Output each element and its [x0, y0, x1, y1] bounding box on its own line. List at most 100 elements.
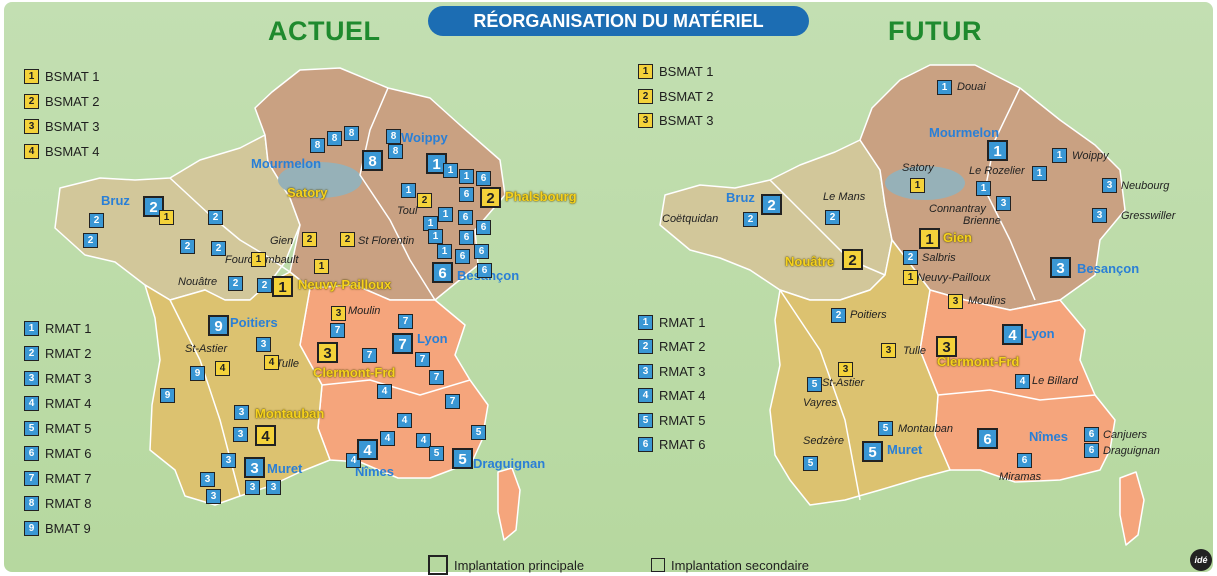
rmat-marker: 5: [803, 456, 818, 471]
rmat-marker: 4: [1002, 324, 1023, 345]
bsmat-marker: 4: [215, 361, 230, 376]
rmat-marker: 9: [160, 388, 175, 403]
rmat-marker: 5: [429, 446, 444, 461]
legend-secondaire: Implantation secondaire: [651, 556, 809, 574]
city-label: Clermont-Frd: [313, 365, 396, 380]
legend-principal: Implantation principale: [428, 555, 584, 575]
region-corsica: [1119, 471, 1145, 546]
bsmat-marker: 2: [302, 232, 317, 247]
rmat-marker: 3: [1050, 257, 1071, 278]
rmat-marker: 1: [428, 229, 443, 244]
city-label: St Florentin: [358, 235, 415, 247]
rmat-marker: 2: [825, 210, 840, 225]
city-label: Clermont-Frd: [937, 354, 1020, 369]
bsmat-marker: 3: [881, 343, 896, 358]
region-southwest: [144, 271, 331, 506]
rmat-marker: 7: [445, 394, 460, 409]
map-futur: [659, 64, 1145, 546]
city-label: Gien: [270, 235, 294, 247]
rmat-marker: 1: [437, 244, 452, 259]
city-label: Neuvy-Pailloux: [298, 277, 392, 292]
city-label: Poitiers: [850, 309, 887, 321]
rmat-marker: 2: [761, 194, 782, 215]
rmat-marker: 9: [208, 315, 229, 336]
logo: idé: [1190, 549, 1212, 571]
principal-square-icon: [428, 555, 448, 575]
rmat-marker: 3: [245, 480, 260, 495]
rmat-marker: 2: [831, 308, 846, 323]
rmat-marker: 6: [476, 220, 491, 235]
city-label: Canjuers: [1103, 429, 1148, 441]
rmat-marker: 1: [1032, 166, 1047, 181]
rmat-marker: 7: [429, 370, 444, 385]
rmat-marker: 1: [976, 181, 991, 196]
city-label: Muret: [887, 442, 923, 457]
bsmat-marker: 1: [314, 259, 329, 274]
rmat-marker: 1: [459, 169, 474, 184]
city-label: Le Mans: [823, 191, 866, 203]
city-label: Besançon: [1077, 261, 1140, 276]
rmat-marker: 7: [415, 352, 430, 367]
city-label: Miramas: [999, 471, 1042, 483]
bsmat-marker: 1: [903, 270, 918, 285]
rmat-marker: 2: [903, 250, 918, 265]
rmat-marker: 5: [452, 448, 473, 469]
rmat-marker: 3: [234, 405, 249, 420]
city-label: Neubourg: [1121, 180, 1170, 192]
bsmat-marker: 3: [317, 342, 338, 363]
paris-area-sea: [278, 162, 362, 198]
rmat-marker: 8: [344, 126, 359, 141]
bsmat-marker: 1: [910, 178, 925, 193]
bsmat-marker: 1: [272, 276, 293, 297]
rmat-marker: 9: [190, 366, 205, 381]
rmat-marker: 5: [862, 441, 883, 462]
city-label: Sedzère: [803, 435, 844, 447]
rmat-marker: 6: [476, 171, 491, 186]
rmat-marker: 8: [388, 144, 403, 159]
secondary-square-icon: [651, 558, 665, 572]
rmat-marker: 3: [233, 427, 248, 442]
city-label: Mourmelon: [251, 156, 322, 171]
city-label: Draguignan: [1103, 445, 1160, 457]
city-label: Montauban: [255, 406, 325, 421]
rmat-marker: 3: [266, 480, 281, 495]
rmat-marker: 7: [330, 323, 345, 338]
rmat-marker: 2: [180, 239, 195, 254]
rmat-marker: 2: [211, 241, 226, 256]
city-label: Lyon: [1024, 326, 1055, 341]
city-label: Brienne: [963, 215, 1001, 227]
rmat-marker: 3: [221, 453, 236, 468]
city-label: Draguignan: [473, 456, 546, 471]
bsmat-marker: 1: [159, 210, 174, 225]
rmat-marker: 2: [89, 213, 104, 228]
rmat-marker: 1: [937, 80, 952, 95]
rmat-marker: 6: [1084, 427, 1099, 442]
city-label: Nîmes: [355, 464, 395, 479]
city-label: Coëtquidan: [662, 213, 719, 225]
rmat-marker: 4: [397, 413, 412, 428]
city-label: Woippy: [401, 130, 448, 145]
rmat-marker: 1: [987, 140, 1008, 161]
rmat-marker: 7: [392, 333, 413, 354]
city-label: Lyon: [417, 331, 448, 346]
city-label: Bruz: [726, 190, 755, 205]
bsmat-marker: 3: [838, 362, 853, 377]
city-label: Connantray: [929, 203, 986, 215]
city-label: St-Astier: [185, 343, 228, 355]
rmat-marker: 8: [362, 150, 383, 171]
bsmat-marker: 2: [340, 232, 355, 247]
city-label: Moulins: [968, 295, 1006, 307]
rmat-marker: 8: [386, 129, 401, 144]
rmat-marker: 8: [327, 131, 342, 146]
rmat-marker: 6: [1084, 443, 1099, 458]
bsmat-marker: 2: [417, 193, 432, 208]
rmat-marker: 3: [256, 337, 271, 352]
